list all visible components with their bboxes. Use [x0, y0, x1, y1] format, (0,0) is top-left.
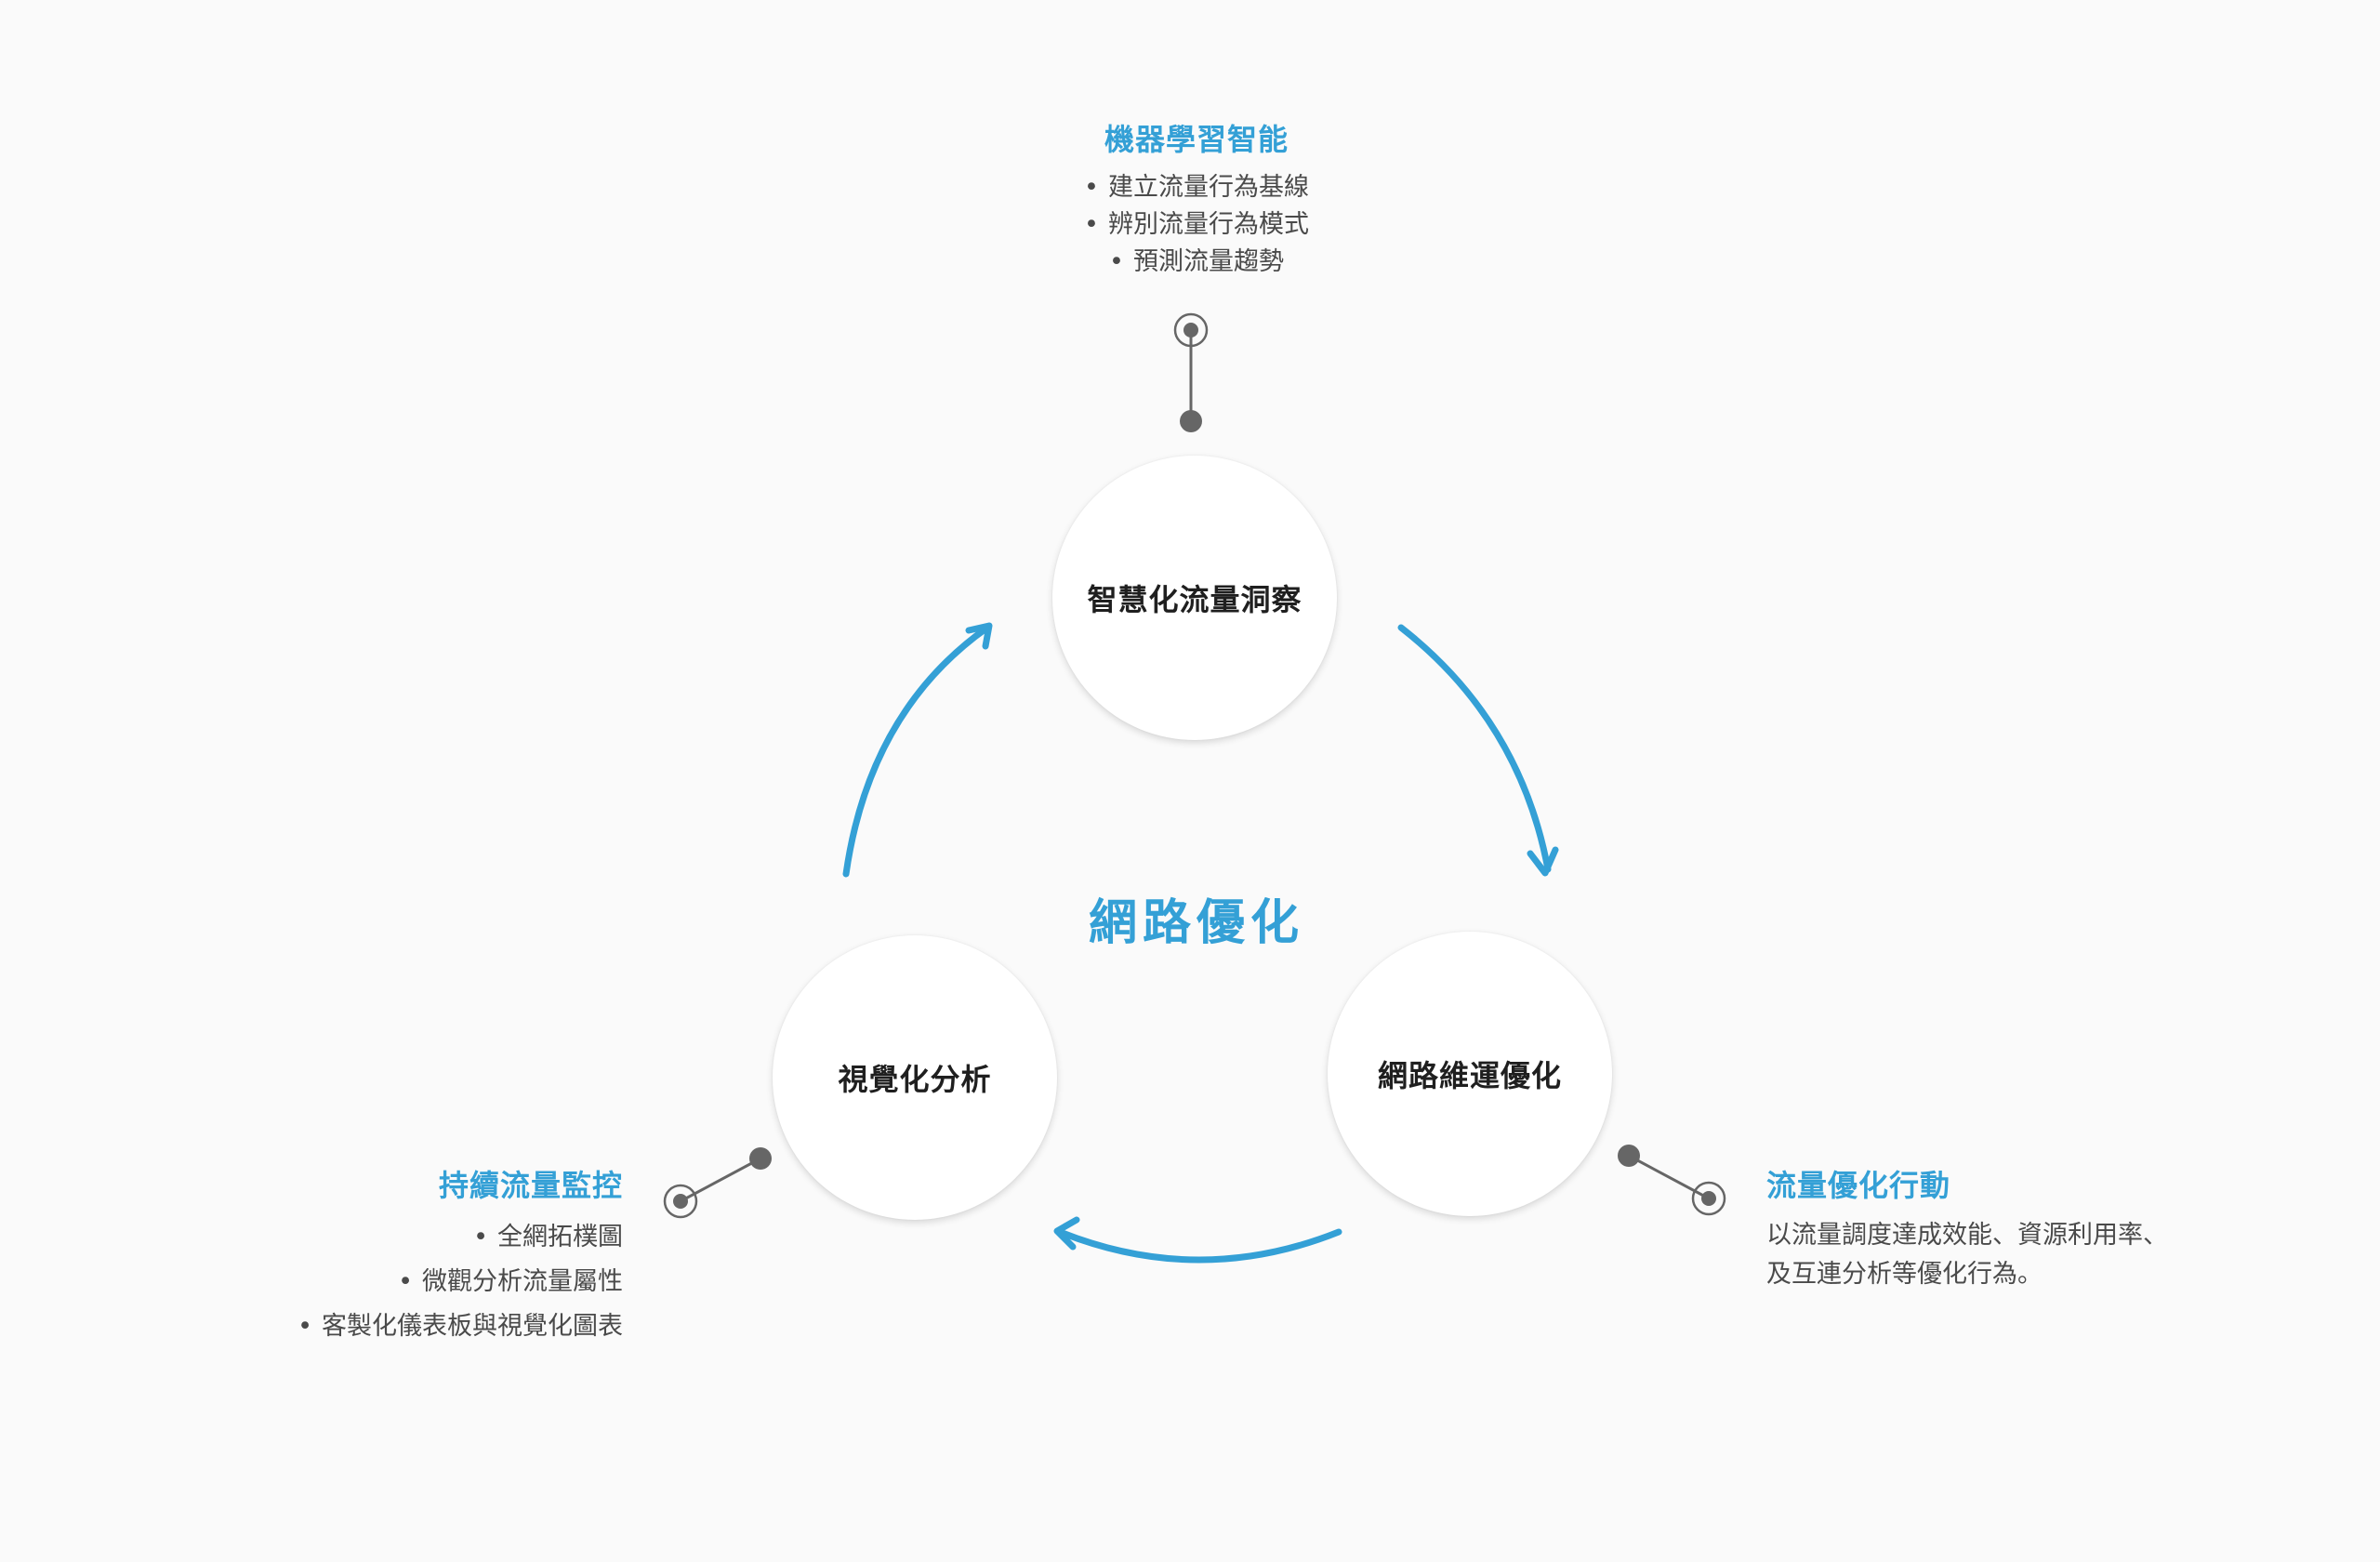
- arrowhead-left-to-top: [965, 622, 993, 650]
- connector-dot-right: [1618, 1145, 1640, 1167]
- bullet-icon: •: [1109, 247, 1124, 276]
- callout-text-line: 及互連分析等優化行為。: [1766, 1260, 2043, 1289]
- bullet-icon: •: [473, 1223, 488, 1251]
- node-label: 視覺化分析: [838, 1062, 992, 1097]
- connector-target-ring-top: [1173, 312, 1209, 348]
- bullet-icon: •: [1084, 210, 1099, 239]
- connector-target-ring-right: [1691, 1181, 1726, 1216]
- bullet-icon: •: [298, 1312, 312, 1341]
- list-item: •客製化儀表板與視覺化圖表: [298, 1312, 623, 1341]
- connector-line-left: [680, 1157, 761, 1203]
- connector-dot-left: [749, 1147, 772, 1170]
- callout-title-top: 機器學習智能: [1104, 122, 1289, 157]
- list-item: •辨別流量行為模式: [1084, 210, 1309, 239]
- connector-target-dot-top: [1183, 323, 1198, 338]
- connector-line-right: [1628, 1154, 1710, 1200]
- arrow-right-to-left: [1056, 1228, 1342, 1264]
- arrowhead-right-to-left: [1053, 1216, 1080, 1251]
- list-item: •全網拓樸圖: [473, 1223, 623, 1251]
- connector-target-dot-right: [1701, 1191, 1716, 1206]
- callout-title-right: 流量優化行動: [1766, 1168, 1951, 1203]
- arrowhead-top-to-right: [1527, 846, 1559, 877]
- list-item: •預測流量趨勢: [1109, 247, 1284, 276]
- callout-text-line: 以流量調度達成效能、資源利用率、: [1766, 1221, 2168, 1250]
- node-visual-analysis: 視覺化分析: [773, 935, 1057, 1220]
- callout-text-right: 以流量調度達成效能、資源利用率、 及互連分析等優化行為。: [1766, 1216, 2231, 1294]
- node-intelligent-traffic-insight: 智慧化流量洞察: [1052, 456, 1337, 740]
- list-item: •微觀分析流量屬性: [398, 1267, 623, 1296]
- connector-target-dot-left: [673, 1194, 688, 1209]
- center-title: 網路優化: [1088, 895, 1304, 951]
- list-item: •建立流量行為基線: [1084, 173, 1309, 202]
- node-network-ops-optimization: 網路維運優化: [1328, 932, 1612, 1216]
- callout-list-top: •建立流量行為基線 •辨別流量行為模式 •預測流量趨勢: [930, 169, 1463, 281]
- callout-list-left: •全網拓樸圖 •微觀分析流量屬性 •客製化儀表板與視覺化圖表: [186, 1215, 623, 1349]
- bullet-icon: •: [398, 1267, 413, 1296]
- callout-title-left: 持續流量監控: [438, 1168, 623, 1203]
- arrow-top-to-right: [1397, 624, 1552, 873]
- node-label: 智慧化流量洞察: [1087, 582, 1302, 617]
- node-label: 網路維運優化: [1377, 1058, 1562, 1093]
- arrow-left-to-top: [842, 624, 991, 878]
- connector-target-ring-left: [663, 1184, 698, 1219]
- connector-dot-top: [1180, 410, 1202, 432]
- bullet-icon: •: [1084, 173, 1099, 202]
